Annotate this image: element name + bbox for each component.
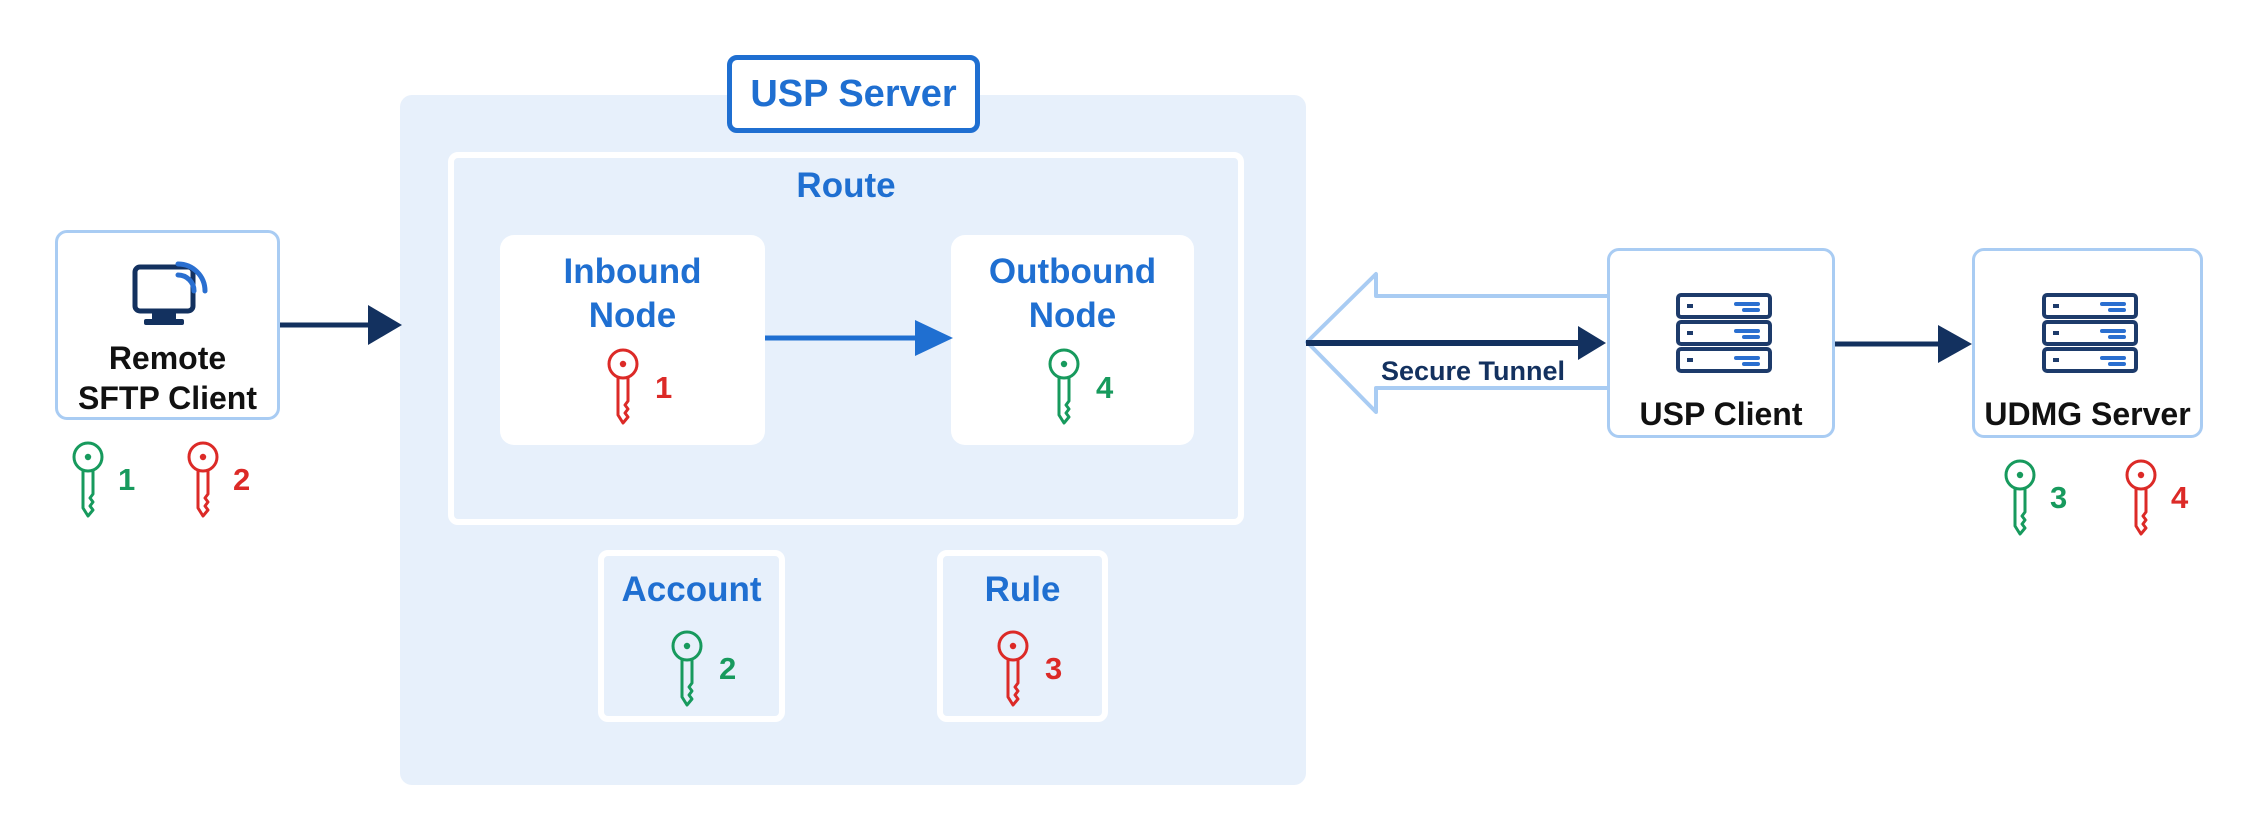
key-icon [605, 347, 641, 429]
udmg-server-box: UDMG Server [1972, 248, 2203, 438]
udmg-server-label: UDMG Server [1984, 396, 2191, 432]
outbound-node-title-line1: Outbound [988, 252, 1157, 291]
inbound-node-title-line2: Node [588, 296, 677, 335]
key-icon [2123, 458, 2159, 540]
inbound-node-card: Inbound Node 1 [500, 235, 765, 445]
account-key-number: 2 [719, 651, 737, 686]
remote-key-number-2: 2 [233, 462, 251, 497]
client-to-server-arrow [280, 305, 402, 345]
outbound-node-card: Outbound Node 4 [951, 235, 1194, 445]
remote-client-label-line2: SFTP Client [78, 380, 257, 416]
inbound-to-outbound-arrow [765, 320, 953, 356]
remote-sftp-client-box: Remote SFTP Client [55, 230, 280, 420]
secure-tunnel-arrow [1305, 272, 1612, 414]
server-icon [2042, 293, 2138, 373]
account-box: Account 2 [598, 550, 785, 722]
rule-key-number: 3 [1045, 651, 1063, 686]
usp-server-title: USP Server [727, 55, 980, 133]
usp-client-to-udmg-arrow [1835, 325, 1972, 363]
key-icon [185, 440, 221, 522]
route-title: Route [796, 166, 896, 205]
rule-title: Rule [984, 570, 1061, 609]
remote-client-label-line1: Remote [108, 340, 227, 376]
outbound-key-number: 4 [1096, 370, 1114, 405]
inbound-node-title-line1: Inbound [563, 252, 702, 291]
key-icon [70, 440, 106, 522]
key-icon [2002, 458, 2038, 540]
usp-client-label: USP Client [1639, 396, 1803, 432]
account-title: Account [621, 570, 762, 609]
inbound-key-number: 1 [655, 370, 673, 405]
usp-client-box: USP Client [1607, 248, 1835, 438]
secure-tunnel-label: Secure Tunnel [1381, 356, 1566, 386]
route-box [448, 152, 1244, 525]
key-icon [1046, 347, 1082, 429]
key-icon [669, 629, 705, 711]
udmg-key-number-3: 3 [2050, 480, 2068, 515]
server-icon [1676, 293, 1772, 373]
monitor-wifi-icon [132, 261, 208, 325]
key-icon [995, 629, 1031, 711]
udmg-key-number-4: 4 [2171, 480, 2189, 515]
rule-box: Rule 3 [937, 550, 1108, 722]
outbound-node-title-line2: Node [1028, 296, 1117, 335]
remote-key-number-1: 1 [118, 462, 136, 497]
